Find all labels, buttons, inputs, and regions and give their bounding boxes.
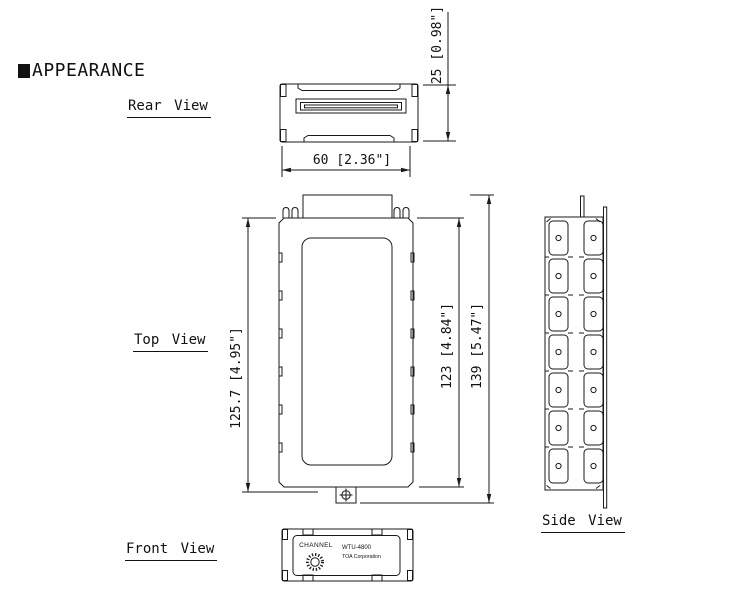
top-view-label: Top View: [133, 332, 209, 352]
side-view-drawing: [544, 195, 608, 509]
channel-label: CHANNEL: [299, 542, 333, 549]
top-overall-length-dimension: 139 [5.47"]: [360, 194, 494, 504]
side-notches: [278, 252, 415, 453]
screw-connector: [335, 486, 357, 504]
antenna: [580, 195, 585, 218]
top-view-drawing: [278, 194, 415, 504]
rear-height-dimension: 25 [0.98"]: [423, 6, 456, 142]
top-inner-panel: [301, 237, 393, 466]
rear-view-drawing: [279, 83, 419, 143]
rear-height-dim-text: 25 [0.98"]: [430, 6, 445, 84]
battery-cover: [302, 194, 393, 219]
side-segments: [548, 220, 604, 484]
rear-width-dim-text: 60 [2.36"]: [313, 153, 391, 168]
top-body-length-dimension: 125.7 [4.95"]: [229, 217, 318, 493]
top-body-length-dim-text: 125.7 [4.95"]: [229, 327, 244, 429]
rear-width-dimension: 60 [2.36"]: [281, 146, 411, 177]
channel-selector-dial: [306, 553, 324, 571]
front-view-label: Front View: [125, 541, 218, 561]
section-title: APPEARANCE: [18, 60, 145, 81]
top-inner-length-dim-text: 123 [4.84"]: [440, 303, 455, 389]
top-inner-length-dimension: 123 [4.84"]: [417, 217, 464, 488]
rear-view-label: Rear View: [127, 98, 211, 118]
side-view-label: Side View: [541, 513, 625, 533]
front-view-drawing: CHANNEL WTU-4800 TOA Corporation: [281, 528, 414, 582]
model-text: WTU-4800: [342, 545, 372, 551]
top-overall-length-dim-text: 139 [5.47"]: [470, 303, 485, 389]
rear-slot: [295, 98, 407, 114]
manufacturer-text: TOA Corporation: [342, 554, 381, 560]
belt-clip-rod: [603, 206, 608, 509]
belt-clip-hooks: [282, 206, 410, 218]
section-title-text: APPEARANCE: [32, 60, 146, 81]
front-panel: [292, 535, 401, 576]
section-marker-icon: [18, 63, 30, 78]
